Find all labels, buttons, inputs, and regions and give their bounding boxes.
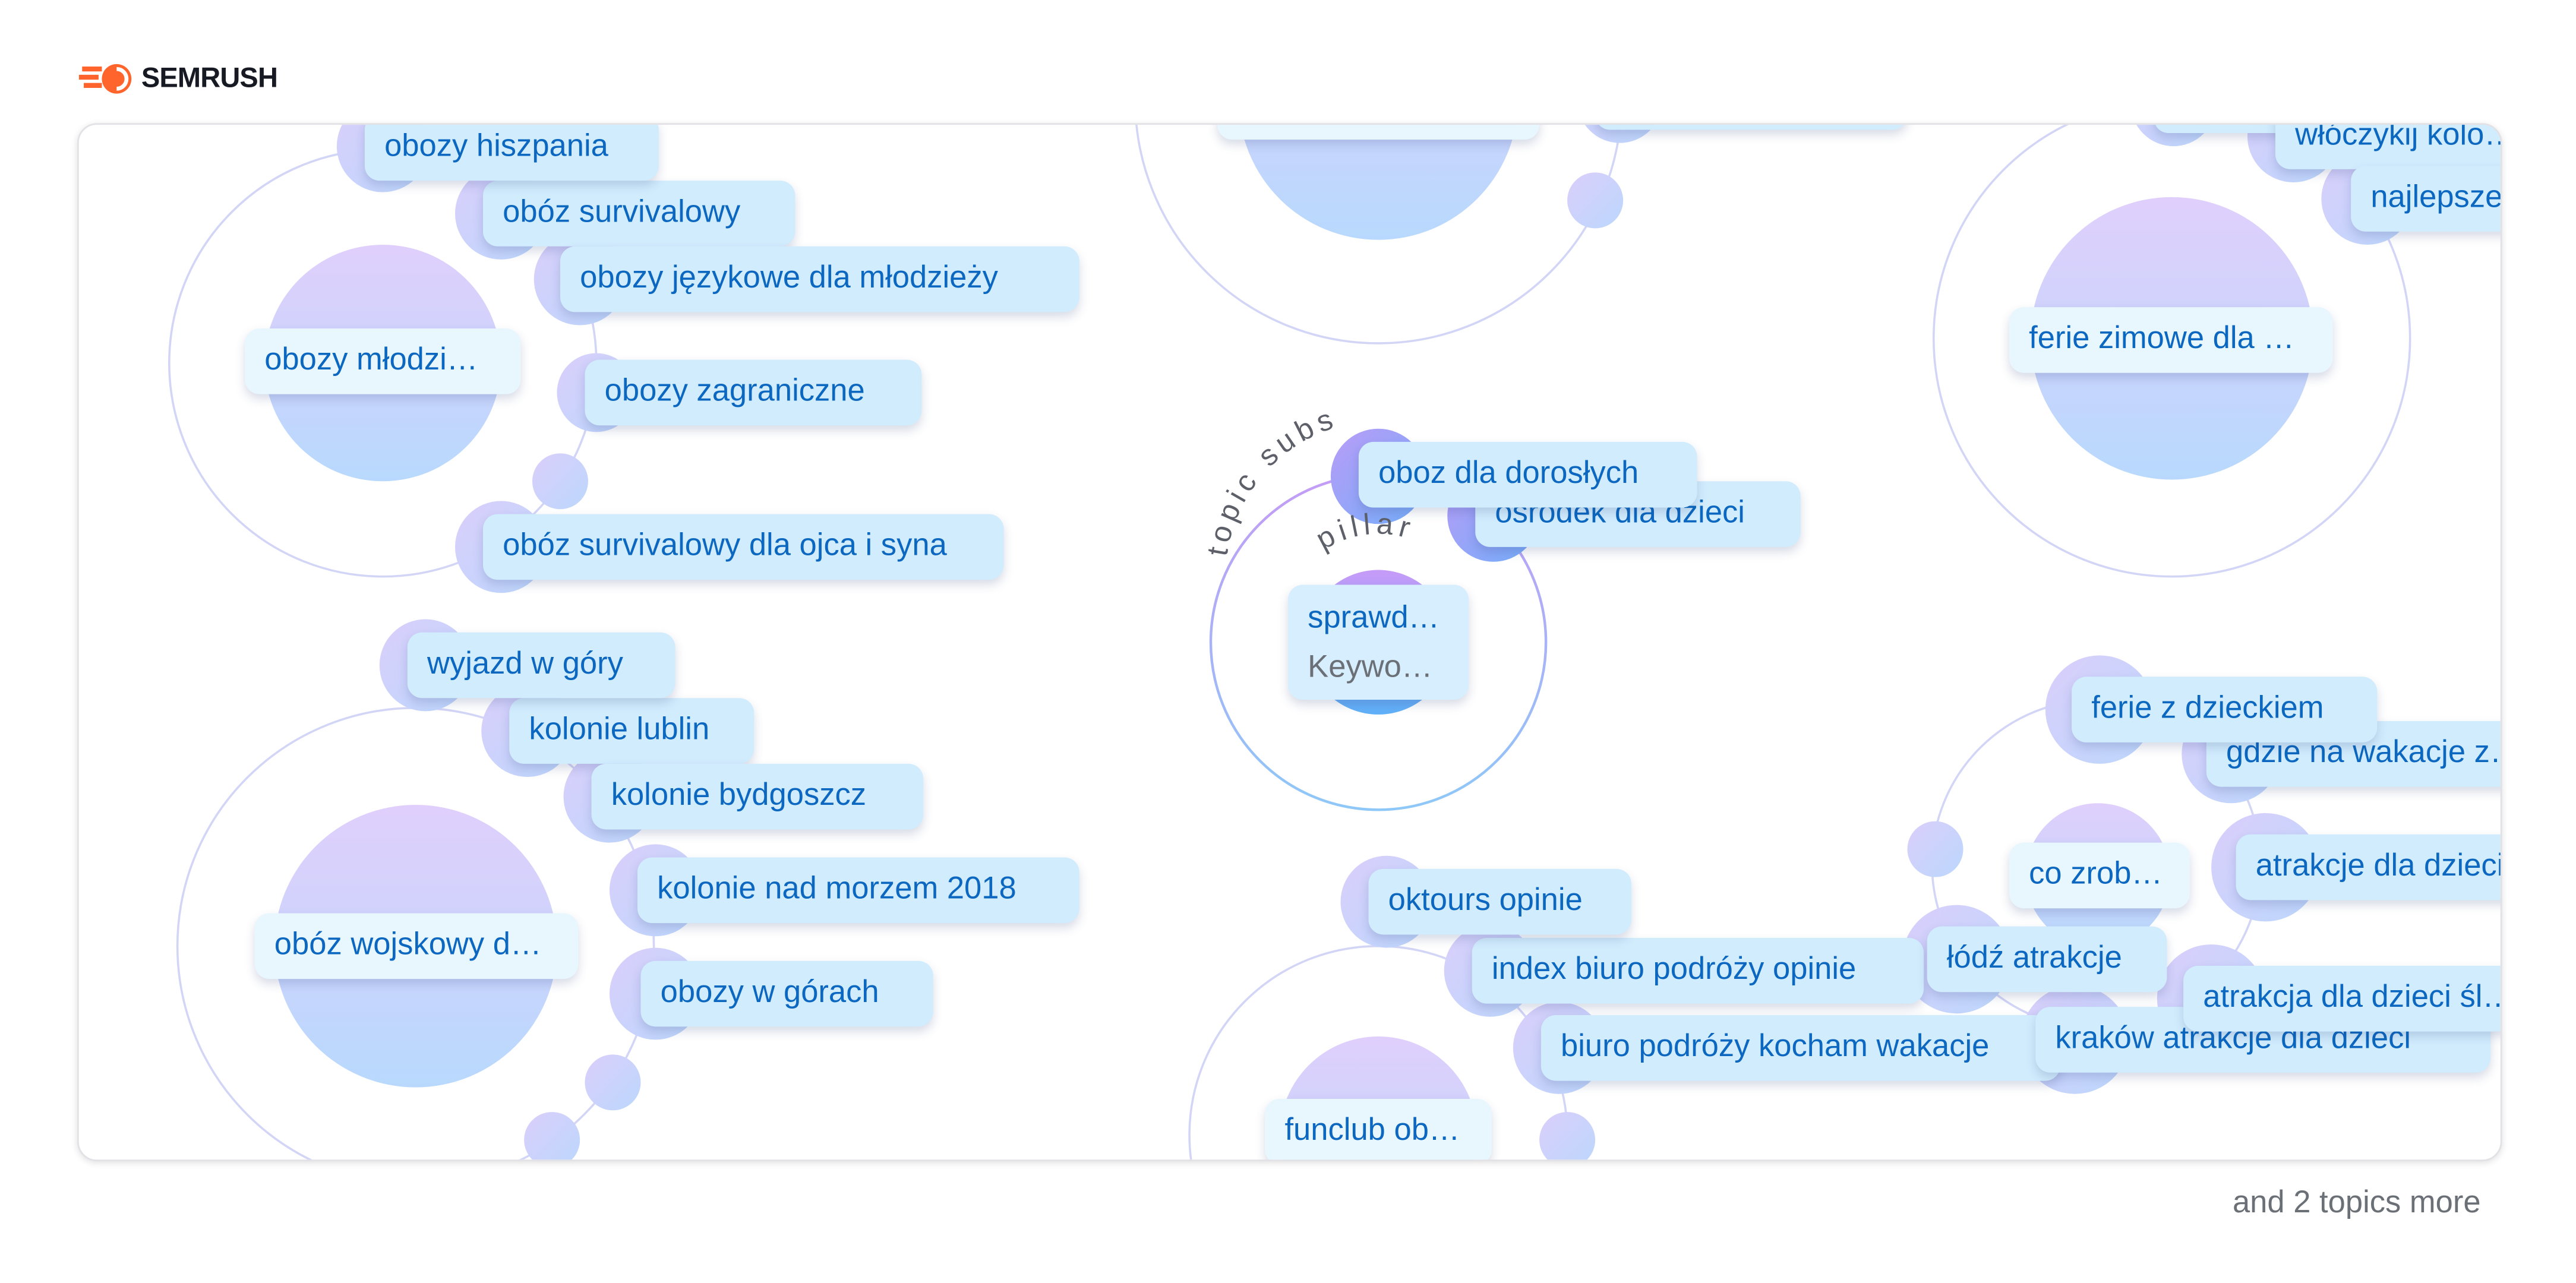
subtopic-label[interactable]: obóz survivalowy dla ojca i syna bbox=[482, 514, 1004, 580]
subtopic-label[interactable] bbox=[1595, 125, 1908, 130]
subtopic-label[interactable]: oboz dla dorosłych bbox=[1358, 441, 1697, 508]
subtopic-dot[interactable] bbox=[532, 453, 588, 510]
subtopic-label[interactable]: najlepsze… bbox=[2351, 166, 2501, 232]
subtopic-dot[interactable] bbox=[1539, 1112, 1596, 1161]
subtopic-label[interactable]: wyjazd w góry bbox=[407, 632, 675, 699]
subtopic-label[interactable]: ferie z dzieckiem bbox=[2072, 677, 2378, 742]
logo-text: SEMRUSH bbox=[141, 62, 278, 94]
pillar-label[interactable]: funclub ob… bbox=[1265, 1098, 1492, 1160]
subtopic-label[interactable]: obozy w górach bbox=[640, 960, 933, 1027]
subtopic-label[interactable]: obóz survivalowy bbox=[482, 181, 795, 247]
subtopic-label[interactable]: łódź atrakcje bbox=[1927, 926, 2167, 993]
pillar-label[interactable]: obóz wojskowy d… bbox=[254, 913, 579, 979]
pillar-bubble[interactable] bbox=[1239, 123, 1518, 240]
subtopic-dot[interactable] bbox=[1907, 821, 1963, 877]
pillar-label[interactable]: ferie zimowe dla … bbox=[2009, 307, 2333, 373]
subtopic-label[interactable]: oktours opinie bbox=[1368, 868, 1631, 935]
subtopic-label[interactable]: kolonie nad morzem 2018 bbox=[637, 857, 1079, 924]
center-pillar-card[interactable]: sprawd… Keywo… bbox=[1287, 584, 1469, 700]
more-topics-link[interactable]: and 2 topics more bbox=[2232, 1186, 2481, 1221]
semrush-logo: SEMRUSH bbox=[78, 62, 278, 95]
subtopic-label[interactable]: kolonie bydgoszcz bbox=[591, 763, 924, 830]
center-pillar-label: sprawd… bbox=[1308, 601, 1440, 636]
subtopic-dot[interactable] bbox=[524, 1112, 580, 1161]
pillar-label[interactable]: obozy młodzi… bbox=[245, 328, 521, 394]
pillar-label[interactable]: co zrob… bbox=[2009, 842, 2190, 909]
subtopic-dot[interactable] bbox=[1567, 172, 1624, 229]
subtopic-label[interactable]: włóczykij kolo… bbox=[2275, 125, 2501, 169]
keyword-label: Keywo… bbox=[1308, 650, 1433, 685]
semrush-flame-icon bbox=[78, 64, 132, 94]
subtopic-dot[interactable] bbox=[585, 1054, 641, 1111]
topic-ring bbox=[1933, 125, 2411, 578]
subtopic-label[interactable]: kolonie lublin bbox=[509, 698, 755, 764]
subtopic-label[interactable]: obozy hiszpania bbox=[364, 125, 659, 181]
subtopic-label[interactable]: obozy zagraniczne bbox=[585, 359, 922, 426]
subtopic-label[interactable]: index biuro podróży opinie bbox=[1472, 937, 1924, 1004]
subtopic-label[interactable]: atrakcja dla dzieci śl… bbox=[2183, 965, 2501, 1032]
subtopic-label[interactable]: biuro podróży kocham wakacje bbox=[1540, 1015, 2060, 1081]
pillar-label[interactable] bbox=[1217, 125, 1540, 140]
subtopic-label[interactable]: obozy językowe dla młodzieży bbox=[560, 246, 1079, 312]
subtopic-label[interactable]: atrakcje dla dzieci bbox=[2236, 834, 2501, 900]
topic-ring bbox=[1135, 125, 1621, 345]
